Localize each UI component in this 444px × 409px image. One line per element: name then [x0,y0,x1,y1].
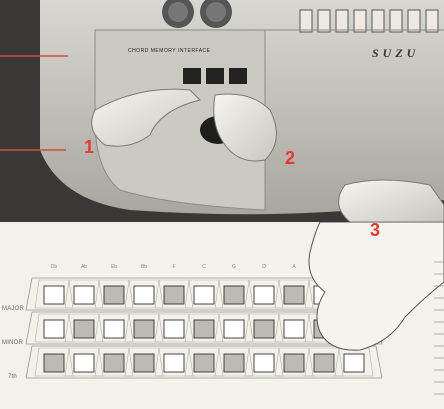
brand-logo-text: SUZU [372,46,419,61]
panel-title: CHORD MEMORY INTERFACE [128,48,211,54]
chord-key-Eb-MINOR [104,320,124,338]
chord-key-B-7th [344,354,364,372]
column-label: F [172,264,175,270]
column-label: Db [51,264,58,270]
row-label-7th: 7th [8,374,17,380]
callout-1: 1 [84,137,94,158]
chord-key-G-MINOR [224,320,244,338]
callout-2: 2 [285,148,295,169]
column-label: G [232,264,236,270]
chord-key-C-MINOR [194,320,214,338]
chord-key-Db-MAJOR [44,286,64,304]
chord-key-Ab-MAJOR [74,286,94,304]
chord-key-G-MAJOR [224,286,244,304]
chord-key-A-MINOR [284,320,304,338]
column-label: Ab [81,264,87,270]
chord-key-C-7th [194,354,214,372]
chord-key-A-7th [284,354,304,372]
chord-key-F-MINOR [164,320,184,338]
device-photo: CHORD MEMORY INTERFACE SUZU 1 2 [0,0,444,222]
chord-key-Ab-MINOR [74,320,94,338]
chord-key-D-7th [254,354,274,372]
row-label-major: MAJOR [2,306,24,312]
column-label: C [202,264,206,270]
chord-key-Eb-MAJOR [104,286,124,304]
chord-key-D-MINOR [254,320,274,338]
chord-key-E-7th [314,354,334,372]
chord-key-Db-7th [44,354,64,372]
chord-key-A-MAJOR [284,286,304,304]
chord-key-Bb-MINOR [134,320,154,338]
chord-key-Bb-7th [134,354,154,372]
hand-3-illustration [309,222,444,350]
chord-key-G-7th [224,354,244,372]
column-label: Bb [141,264,147,270]
row-label-minor: MINOR [2,340,23,346]
chord-key-Ab-7th [74,354,94,372]
column-label: Eb [111,264,117,270]
chord-grid-svg: DbAbEbBbFCGDAEB [0,222,444,409]
column-label: D [262,264,266,270]
chord-key-F-7th [164,354,184,372]
chord-key-Db-MINOR [44,320,64,338]
chord-grid-diagram: DbAbEbBbFCGDAEB MAJOR MINOR 7th 3 [0,222,444,409]
device-photo-art [0,0,444,222]
chord-key-F-MAJOR [164,286,184,304]
chord-key-C-MAJOR [194,286,214,304]
chord-key-D-MAJOR [254,286,274,304]
chord-key-Bb-MAJOR [134,286,154,304]
chord-key-Eb-7th [104,354,124,372]
column-label: A [292,264,296,270]
callout-3: 3 [370,220,380,241]
